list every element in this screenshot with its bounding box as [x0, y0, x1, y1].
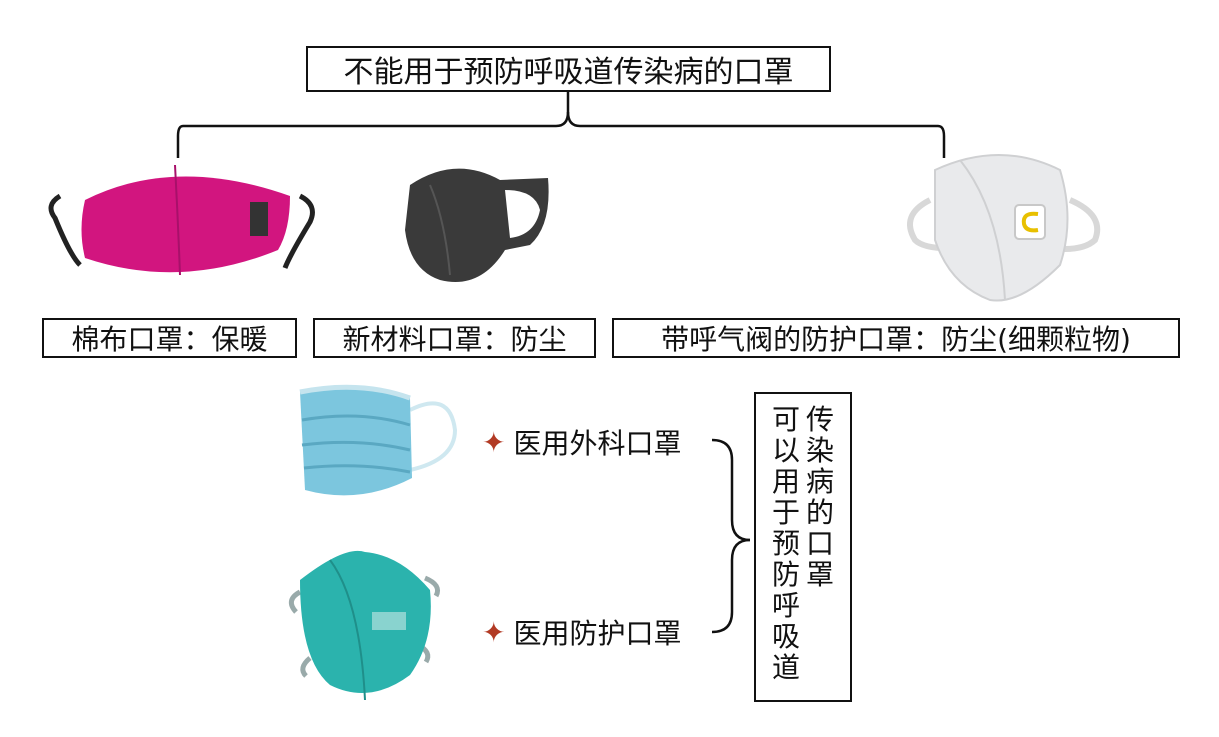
category-new-material-mask: 新材料口罩：防尘 — [313, 318, 596, 358]
caption-char: 口 — [806, 528, 834, 559]
caption-char: 罩 — [806, 559, 834, 590]
caption-char: 道 — [772, 652, 800, 683]
black-sponge-mask-icon — [405, 169, 549, 282]
star-bullet-icon: ✦ — [482, 426, 505, 459]
caption-char: 的 — [806, 497, 834, 528]
caption-char: 呼 — [772, 590, 800, 621]
caption-column-2: 可以用于预防呼吸道 — [772, 404, 800, 700]
blue-surgical-mask-icon — [300, 387, 455, 495]
caption-char: 预 — [772, 528, 800, 559]
caption-char: 用 — [772, 466, 800, 497]
caption-char: 以 — [772, 435, 800, 466]
category-valve-mask: 带呼气阀的防护口罩：防尘(细颗粒物) — [612, 318, 1180, 358]
recommended-item-protective: ✦ 医用防护口罩 — [482, 612, 681, 652]
caption-char: 于 — [772, 497, 800, 528]
star-bullet-icon: ✦ — [482, 616, 505, 649]
caption-char: 可 — [772, 404, 800, 435]
caption-char: 防 — [772, 559, 800, 590]
caption-char: 染 — [806, 435, 834, 466]
recommended-item-surgical: ✦ 医用外科口罩 — [482, 422, 681, 462]
category-cotton-mask: 棉布口罩：保暖 — [42, 318, 297, 358]
pink-cotton-mask-icon — [51, 165, 312, 275]
teal-n95-mask-icon — [291, 551, 437, 700]
recommended-caption-box: 传染病的口罩 可以用于预防呼吸道 — [754, 392, 852, 702]
white-valve-mask-icon — [910, 155, 1097, 301]
caption-char: 吸 — [772, 621, 800, 652]
caption-char: 病 — [806, 466, 834, 497]
caption-column-1: 传染病的口罩 — [806, 404, 834, 700]
caption-char: 传 — [806, 404, 834, 435]
